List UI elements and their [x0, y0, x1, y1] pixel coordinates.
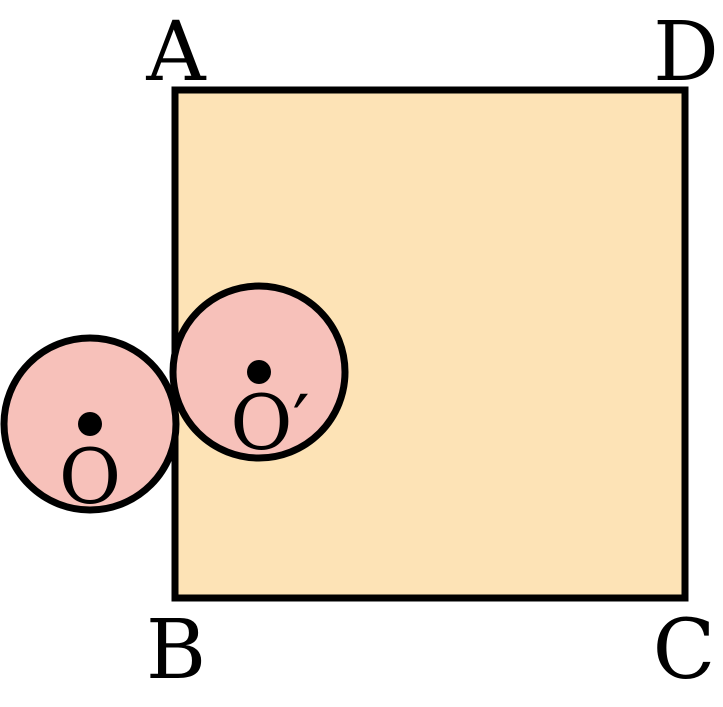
center-point-o [78, 412, 102, 436]
center-point-o-prime [247, 360, 271, 384]
vertex-label-c: C [653, 603, 716, 698]
vertex-label-a: A [145, 5, 207, 100]
label-o-prime: O′ [230, 378, 310, 467]
label-o: O [59, 432, 121, 521]
vertex-label-d: D [653, 5, 719, 100]
vertex-label-b: B [146, 603, 206, 698]
